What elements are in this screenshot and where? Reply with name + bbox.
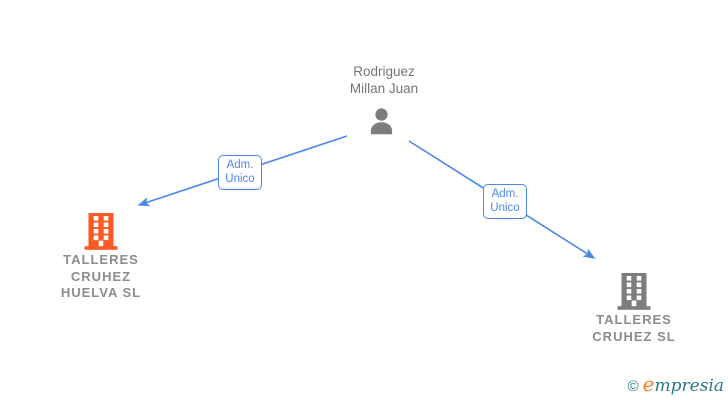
company-name-line: CRUHEZ SL — [592, 328, 676, 344]
empresia-logo[interactable]: ©empresia — [628, 372, 724, 396]
building-door — [98, 240, 104, 247]
brand-initial: e — [642, 372, 655, 396]
person-name[interactable]: Rodriguez Millan Juan — [314, 63, 454, 97]
company-name-talleres-cruhez-huelva[interactable]: TALLERES CRUHEZ HUELVA SL — [26, 252, 176, 302]
edge-label-line: Unico — [225, 173, 255, 185]
building-icon[interactable] — [84, 213, 118, 250]
edge-label-line: Adm. — [491, 188, 519, 200]
person-name-line: Rodriguez — [353, 64, 415, 79]
building-ground — [84, 246, 118, 250]
person-icon[interactable] — [364, 105, 399, 141]
copyright-symbol: © — [627, 378, 639, 395]
company-name-line: TALLERES — [63, 252, 139, 267]
edge-label-line: Adm. — [226, 159, 254, 171]
company-name-line: TALLERES — [596, 312, 672, 327]
building-ground — [617, 306, 651, 310]
edge-label-adm-unico-right: Adm. Unico — [483, 184, 527, 219]
person-icon-head — [375, 108, 388, 121]
company-name-talleres-cruhez[interactable]: TALLERES CRUHEZ SL — [559, 312, 709, 345]
edge-label-line: Unico — [490, 202, 520, 214]
edge-label-adm-unico-left: Adm. Unico — [218, 155, 262, 190]
building-icon[interactable] — [617, 273, 651, 310]
company-name-line: CRUHEZ — [70, 268, 132, 284]
building-door — [631, 300, 637, 307]
brand-rest: mpresia — [654, 376, 725, 396]
person-name-line: Millan Juan — [349, 81, 419, 96]
company-name-line: HUELVA SL — [60, 285, 142, 300]
person-icon-body — [370, 122, 393, 135]
